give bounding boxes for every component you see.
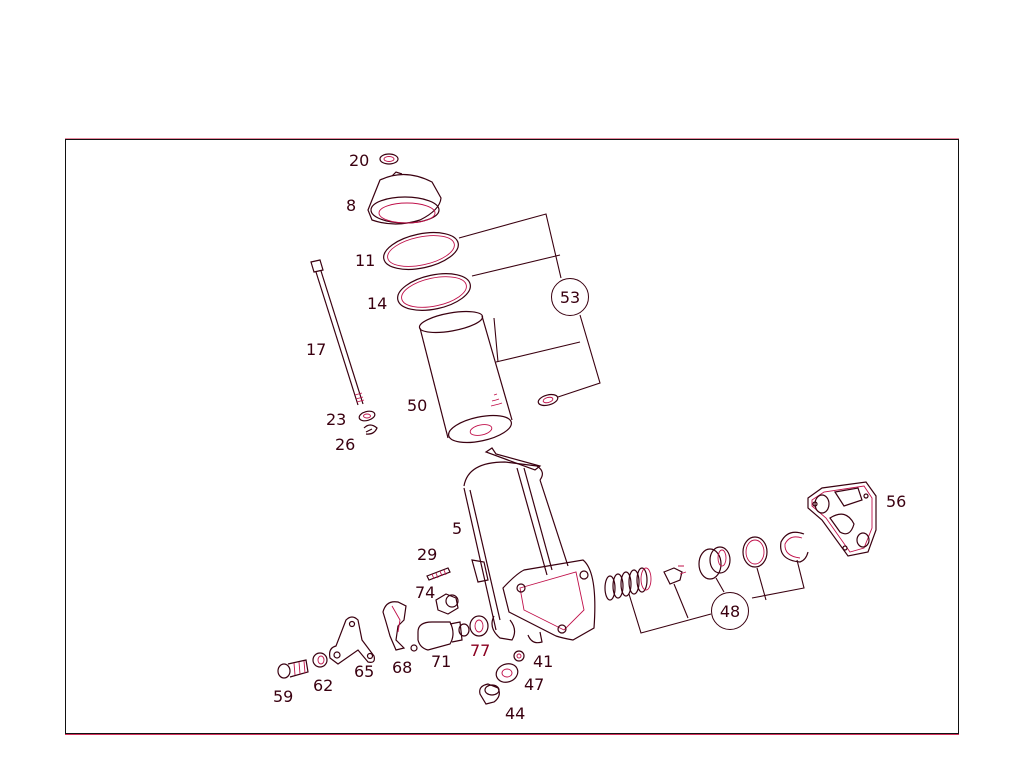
callout-48-leaders [628, 559, 805, 634]
seal-ring-47-icon[interactable] [494, 661, 521, 685]
part-label-26[interactable]: 26 [335, 435, 356, 454]
washer-62-icon[interactable] [312, 652, 328, 668]
housing-5-icon[interactable] [463, 447, 596, 644]
part-label-44[interactable]: 44 [505, 704, 526, 723]
seal-ring-53-icon[interactable] [537, 393, 559, 408]
seal-ring-77-icon[interactable] [469, 615, 489, 637]
gasket-56-icon[interactable] [807, 481, 877, 557]
circlip-48-icon[interactable] [780, 531, 809, 563]
connector-68-icon[interactable] [382, 601, 407, 651]
part-label-59[interactable]: 59 [273, 687, 294, 706]
part-label-47[interactable]: 47 [524, 675, 545, 694]
drain-plug-44-icon[interactable] [479, 683, 500, 705]
part-label-29[interactable]: 29 [417, 545, 438, 564]
o-ring-48-icon[interactable] [742, 536, 768, 568]
bracket-65-icon[interactable] [329, 616, 375, 665]
part-label-5[interactable]: 5 [452, 519, 463, 538]
callout-53[interactable]: 53 [551, 278, 589, 316]
washer-20-icon[interactable] [379, 153, 399, 165]
bolt-17-icon[interactable] [310, 259, 365, 406]
diagram-frame [65, 139, 959, 734]
part-label-8[interactable]: 8 [346, 196, 357, 215]
part-label-50[interactable]: 50 [407, 396, 428, 415]
part-label-74[interactable]: 74 [415, 583, 436, 602]
callout-48-label: 48 [719, 601, 741, 621]
spring-48-icon[interactable] [604, 567, 652, 601]
stud-29-icon[interactable] [426, 567, 451, 581]
part-label-11[interactable]: 11 [355, 251, 376, 270]
part-label-20[interactable]: 20 [349, 151, 370, 170]
piston-48-icon[interactable] [698, 546, 731, 580]
plug-41-icon[interactable] [513, 650, 525, 662]
part-label-41[interactable]: 41 [533, 652, 554, 671]
washer-23-icon[interactable] [358, 410, 376, 423]
callout-53-label: 53 [559, 287, 581, 307]
clip-26-icon[interactable] [363, 424, 378, 435]
callout-48[interactable]: 48 [711, 592, 749, 630]
filter-element-50-icon[interactable] [418, 308, 514, 448]
part-label-68[interactable]: 68 [392, 658, 413, 677]
valve-48-icon[interactable] [663, 565, 687, 585]
bolt-59-icon[interactable] [277, 659, 309, 679]
sensor-71-icon[interactable] [410, 621, 470, 652]
part-label-71[interactable]: 71 [431, 652, 452, 671]
o-ring-11-icon[interactable] [380, 226, 461, 275]
part-label-23[interactable]: 23 [326, 410, 347, 429]
part-label-65[interactable]: 65 [354, 662, 375, 681]
o-ring-14-icon[interactable] [394, 268, 473, 317]
part-label-14[interactable]: 14 [367, 294, 388, 313]
part-label-62[interactable]: 62 [313, 676, 334, 695]
part-label-77[interactable]: 77 [470, 641, 491, 660]
plug-74-icon[interactable] [435, 593, 459, 615]
callout-53-leaders [458, 213, 601, 398]
cover-cap-8-icon[interactable] [367, 171, 442, 225]
part-label-56[interactable]: 56 [886, 492, 907, 511]
part-label-17[interactable]: 17 [306, 340, 327, 359]
